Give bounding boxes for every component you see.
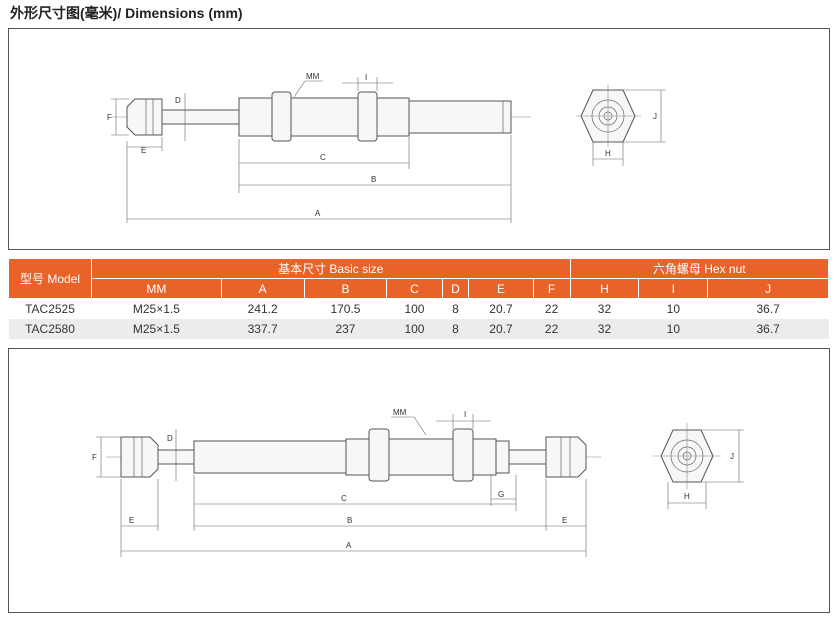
- label-i: I: [464, 410, 466, 419]
- label-f: F: [107, 113, 112, 122]
- drawing-svg: MM I D F E E C G B A H J: [92, 408, 744, 557]
- drawing-single-rod: MM I D F E C B A H J: [8, 28, 830, 250]
- label-b: B: [347, 516, 352, 525]
- label-e-left: E: [129, 516, 134, 525]
- col-header: I: [638, 278, 709, 299]
- header-basic-size: 基本尺寸 Basic size: [91, 258, 571, 279]
- col-header: C: [386, 278, 443, 299]
- header-model: 型号 Model: [8, 258, 92, 299]
- drawing-double-rod: MM I D F E E C G B A H J: [8, 348, 830, 613]
- col-header: H: [569, 278, 640, 299]
- label-h: H: [684, 492, 690, 501]
- cell: 20.7: [468, 319, 534, 339]
- col-header: B: [303, 278, 388, 299]
- drawing-svg: MM I D F E C B A H J: [107, 72, 666, 223]
- label-mm: MM: [306, 72, 320, 81]
- label-d: D: [175, 96, 181, 105]
- cell: 237: [304, 319, 387, 339]
- label-b: B: [371, 175, 376, 184]
- label-e-right: E: [562, 516, 567, 525]
- cell: 22: [544, 302, 559, 316]
- label-e: E: [141, 146, 146, 155]
- cell: 36.7: [756, 302, 780, 316]
- col-header: D: [441, 278, 470, 299]
- cell: 8: [442, 319, 469, 339]
- col-header: E: [468, 278, 534, 299]
- label-a: A: [315, 209, 321, 218]
- cell: 241.2: [247, 302, 278, 316]
- cell: 32: [597, 302, 612, 316]
- label-j: J: [653, 112, 657, 121]
- label-a: A: [346, 541, 352, 550]
- page-title: 外形尺寸图(毫米)/ Dimensions (mm): [10, 5, 243, 21]
- label-mm: MM: [393, 408, 407, 417]
- cell: TAC2525: [25, 302, 75, 316]
- label-h: H: [605, 149, 611, 158]
- cell: 170.5: [330, 302, 361, 316]
- label-c: C: [341, 494, 347, 503]
- label-d: D: [167, 434, 173, 443]
- label-j: J: [730, 452, 734, 461]
- cell: 36.7: [707, 319, 829, 339]
- col-header: J: [707, 278, 829, 299]
- cell: TAC2580: [8, 319, 92, 339]
- label-f: F: [92, 453, 97, 462]
- cell: 20.7: [489, 302, 513, 316]
- label-g: G: [498, 490, 504, 499]
- col-header: F: [532, 278, 571, 299]
- cell: 100: [404, 302, 425, 316]
- cell: 32: [570, 319, 639, 339]
- col-header: MM: [91, 278, 222, 299]
- cell: 100: [386, 319, 443, 339]
- col-header: A: [220, 278, 305, 299]
- cell: M25×1.5: [132, 302, 180, 316]
- cell: 22: [533, 319, 571, 339]
- cell: 10: [666, 302, 681, 316]
- cell: 337.7: [221, 319, 305, 339]
- cell: 8: [452, 302, 459, 316]
- cell: 10: [638, 319, 708, 339]
- label-c: C: [320, 153, 326, 162]
- dimensions-table: 型号 Model 基本尺寸 Basic size 六角螺母 Hex nut MM…: [8, 258, 830, 339]
- header-hex-nut: 六角螺母 Hex nut: [569, 258, 830, 279]
- cell: M25×1.5: [91, 319, 222, 339]
- table-row: TAC2525 M25×1.5 241.2 170.5 100 8 20.7 22 32 10 36…: [9, 299, 829, 320]
- label-i: I: [365, 73, 367, 82]
